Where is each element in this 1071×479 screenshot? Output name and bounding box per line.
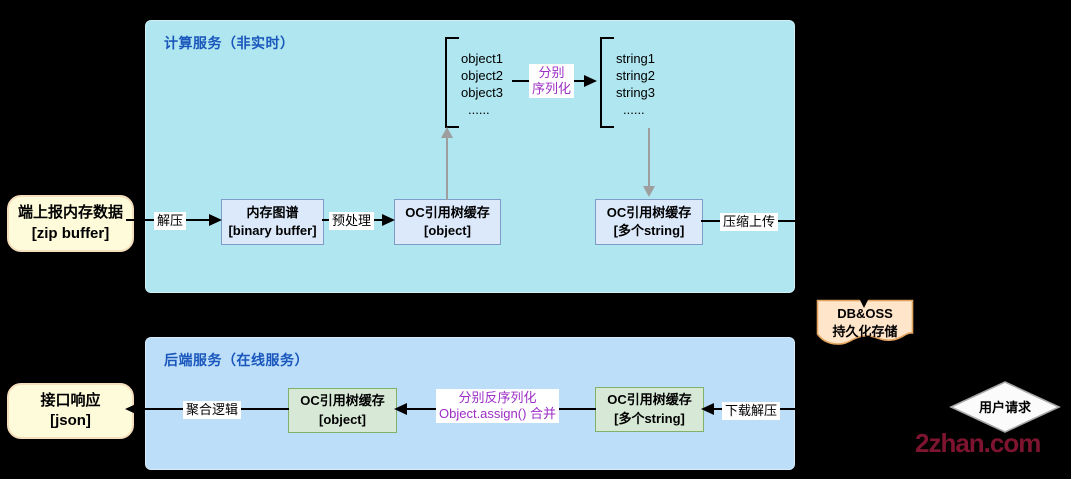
- user-request-node: 用户请求: [949, 380, 1061, 434]
- list-item: ......: [468, 102, 490, 117]
- list-item: object1: [461, 51, 503, 66]
- object-expand-line: [446, 136, 448, 200]
- oc-tree-strings-node-top: OC引用树缓存 [多个string]: [595, 199, 703, 245]
- string-list-bracket: [600, 37, 614, 128]
- list-item: object2: [461, 68, 503, 83]
- aggregate-label: 聚合逻辑: [183, 401, 242, 419]
- list-item: object3: [461, 85, 503, 100]
- document-shape-icon: [816, 299, 914, 345]
- compress-upload-arrowhead-icon: [858, 296, 870, 308]
- deserialize-label: 分别反序列化 Object.assign() 合并: [436, 389, 560, 423]
- object-list: object1 object2 object3 ......: [461, 50, 503, 118]
- download-arrowhead-icon: [701, 403, 714, 415]
- output-node: 接口响应 [json]: [7, 383, 134, 439]
- compute-service-title: 计算服务（非实时）: [164, 35, 295, 51]
- download-flow-line: [712, 408, 952, 410]
- compress-upload-drop-line: [863, 221, 865, 298]
- preprocess-label: 预处理: [329, 212, 375, 230]
- oc-tree-object-node-bottom: OC引用树缓存 [object]: [288, 388, 397, 433]
- string-list: string1 string2 string3 ......: [616, 50, 655, 118]
- decompress-label: 解压: [154, 212, 187, 230]
- compute-service-container: 计算服务（非实时）: [145, 20, 795, 293]
- deserialize-arrowhead-icon: [394, 403, 407, 415]
- string-collect-line: [648, 128, 650, 188]
- serialize-label: 分别 序列化: [529, 64, 575, 98]
- oc-tree-strings-node-bottom: OC引用树缓存 [多个string]: [595, 387, 704, 432]
- backend-service-title: 后端服务（在线服务）: [164, 352, 309, 368]
- diamond-shape-icon: [949, 381, 1061, 433]
- decompress-arrowhead-icon: [209, 214, 222, 226]
- watermark: 2zhan.com: [915, 428, 1041, 458]
- db-oss-storage-node: DB&OSS 持久化存储: [816, 299, 914, 347]
- list-item: ......: [623, 102, 645, 117]
- object-expand-arrowhead-icon: [441, 127, 453, 138]
- list-item: string3: [616, 85, 656, 100]
- preprocess-arrowhead-icon: [382, 214, 395, 226]
- oc-tree-object-node-top: OC引用树缓存 [object]: [394, 199, 501, 245]
- compress-upload-label: 压缩上传: [720, 213, 779, 231]
- object-list-bracket: [445, 37, 459, 128]
- memory-map-node: 内存图谱 [binary buffer]: [221, 199, 324, 245]
- list-item: string2: [616, 68, 656, 83]
- serialize-arrowhead-icon: [584, 75, 597, 87]
- aggregate-arrowhead-icon: [125, 403, 138, 415]
- compress-upload-flow-line: [701, 220, 865, 222]
- string-collect-arrowhead-icon: [643, 186, 655, 197]
- download-decompress-label: 下载解压: [722, 402, 781, 420]
- input-node: 端上报内存数据 [zip buffer]: [7, 195, 134, 252]
- list-item: string1: [616, 51, 656, 66]
